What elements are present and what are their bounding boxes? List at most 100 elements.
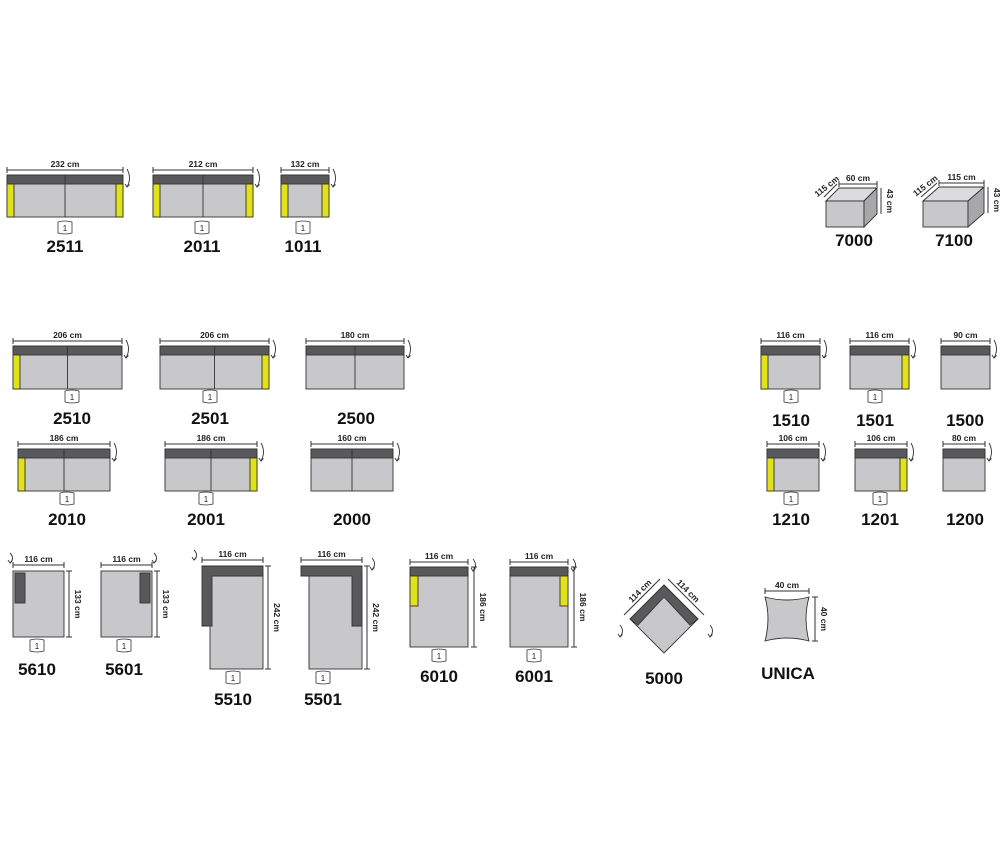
armrest-left: [12, 354, 21, 390]
corner-backrest: [629, 584, 699, 626]
module-code: 1011: [285, 237, 322, 256]
depth-label: 242 cm: [371, 603, 381, 632]
height-label: 43 cm: [992, 188, 1000, 213]
arrow-head-icon: [617, 633, 623, 638]
backrest: [509, 566, 569, 577]
depth-label: 133 cm: [73, 590, 83, 619]
width-label: 160 cm: [338, 433, 367, 443]
width-label: 206 cm: [200, 330, 229, 340]
module-code: 5601: [105, 660, 143, 679]
cushion-count: 1: [321, 674, 326, 683]
backrest: [940, 345, 991, 356]
recline-arrow-icon: [912, 339, 916, 359]
cushion-count-icon: [194, 220, 210, 235]
cushion-count: 1: [437, 652, 442, 661]
module-code: 2510: [53, 409, 91, 428]
recline-arrow-icon: [988, 442, 992, 462]
module-code: 2500: [337, 409, 375, 428]
arrow-head-icon: [254, 183, 260, 188]
recline-arrow-icon: [332, 168, 336, 188]
armrest-right: [899, 457, 908, 492]
armrest-left: [280, 183, 289, 218]
module-code: 2000: [333, 510, 371, 529]
arrow-head-icon: [124, 183, 130, 188]
cushion-count-icon: [57, 220, 73, 235]
width-label: 60 cm: [846, 173, 871, 183]
width-label: 206 cm: [53, 330, 82, 340]
cushion-count-icon: [431, 648, 447, 663]
module-code: 7000: [835, 231, 873, 250]
module-code: 5000: [645, 669, 683, 688]
recline-arrow-icon: [260, 442, 264, 462]
width-label: 116 cm: [776, 330, 805, 340]
cushion-count: 1: [70, 393, 75, 402]
width-label: 212 cm: [189, 159, 218, 169]
cushion-count-icon: [198, 491, 214, 506]
width-label: 40 cm: [775, 580, 800, 590]
arrow-head-icon: [910, 354, 916, 359]
width-label: 116 cm: [425, 551, 454, 561]
width-label: 116 cm: [865, 330, 894, 340]
arrow-head-icon: [470, 567, 476, 572]
box-front-face: [922, 200, 969, 228]
width-label: 106 cm: [779, 433, 808, 443]
cushion-count: 1: [35, 642, 40, 651]
arrow-head-icon: [7, 559, 13, 564]
armrest-left: [17, 457, 26, 492]
width-label: 116 cm: [24, 554, 53, 564]
armrest-right: [559, 575, 569, 607]
depth-label: 40 cm: [819, 607, 829, 632]
armrest-right: [249, 457, 258, 492]
module-code: 1510: [772, 411, 810, 430]
arrow-head-icon: [258, 457, 264, 462]
module-2511: 232 cm 1 2511: [6, 159, 130, 256]
module-code: 2001: [187, 510, 225, 529]
arrow-head-icon: [820, 457, 826, 462]
chaise-seat: [209, 573, 264, 670]
module-code: 1501: [856, 411, 894, 430]
cushion-count-icon: [783, 389, 799, 404]
module-2500: 180 cm 2500: [305, 330, 411, 428]
corner-backrest: [300, 565, 363, 627]
module-code: 2511: [47, 237, 84, 256]
cushion-count-icon: [295, 220, 311, 235]
arrow-head-icon: [191, 556, 197, 561]
module-code: 1500: [946, 411, 984, 430]
recline-arrow-icon: [113, 442, 117, 462]
module-2510: 206 cm 1 2510: [12, 330, 129, 428]
arrow-head-icon: [908, 457, 914, 462]
backrest: [849, 345, 910, 356]
armrest-left: [409, 575, 419, 607]
cushion-count: 1: [63, 224, 68, 233]
recline-arrow-icon: [126, 168, 130, 188]
recline-arrow-icon: [125, 339, 129, 359]
module-code: 1210: [772, 510, 810, 529]
width-label: 180 cm: [341, 330, 370, 340]
arrow-head-icon: [151, 559, 157, 564]
recline-arrow-icon: [822, 442, 826, 462]
width-label: 186 cm: [50, 433, 79, 443]
box-front-face: [825, 200, 865, 228]
armrest-left: [760, 354, 769, 390]
depth-dimension-line: [920, 182, 938, 198]
long-seat: [409, 566, 469, 648]
backrest: [760, 345, 821, 356]
cushion-count-icon: [783, 491, 799, 506]
recline-arrow-icon: [396, 442, 400, 462]
cushion-count-icon: [59, 491, 75, 506]
width-label: 232 cm: [51, 159, 80, 169]
arrow-head-icon: [821, 354, 827, 359]
arrow-head-icon: [986, 457, 992, 462]
width-dimension-line: [623, 578, 661, 616]
cushion-count: 1: [789, 495, 794, 504]
